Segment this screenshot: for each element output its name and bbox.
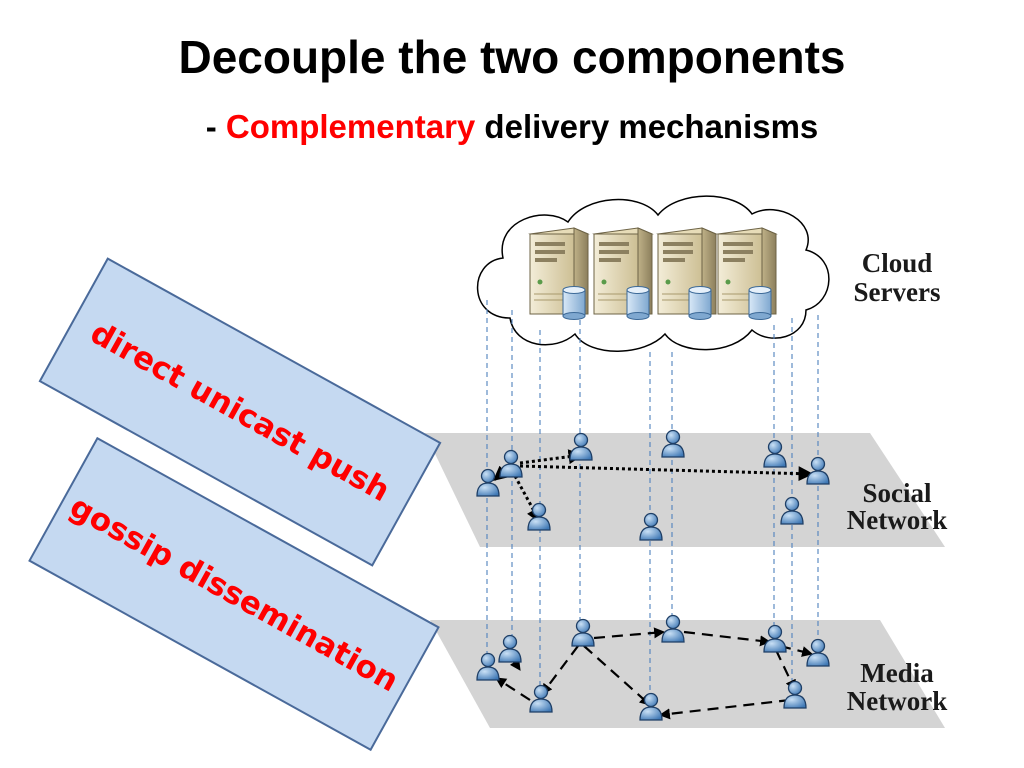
- server-icon: [593, 227, 653, 320]
- cloud-label-line2: Servers: [854, 277, 941, 307]
- page-subtitle: - Complementary delivery mechanisms: [0, 108, 1024, 146]
- social-label-line1: Social: [862, 478, 932, 508]
- server-icon: [657, 227, 717, 320]
- server-icon: [717, 227, 777, 320]
- cloud-label-line1: Cloud: [862, 248, 933, 278]
- media-label-line2: Network: [847, 686, 947, 716]
- social-label-line2: Network: [847, 505, 947, 535]
- subtitle-highlight: Complementary: [225, 108, 476, 145]
- page-title: Decouple the two components: [178, 31, 846, 83]
- media-label-line1: Media: [860, 658, 934, 688]
- subtitle-suffix: delivery mechanisms: [475, 108, 819, 145]
- subtitle-prefix: -: [205, 108, 226, 145]
- server-icon: [529, 227, 589, 320]
